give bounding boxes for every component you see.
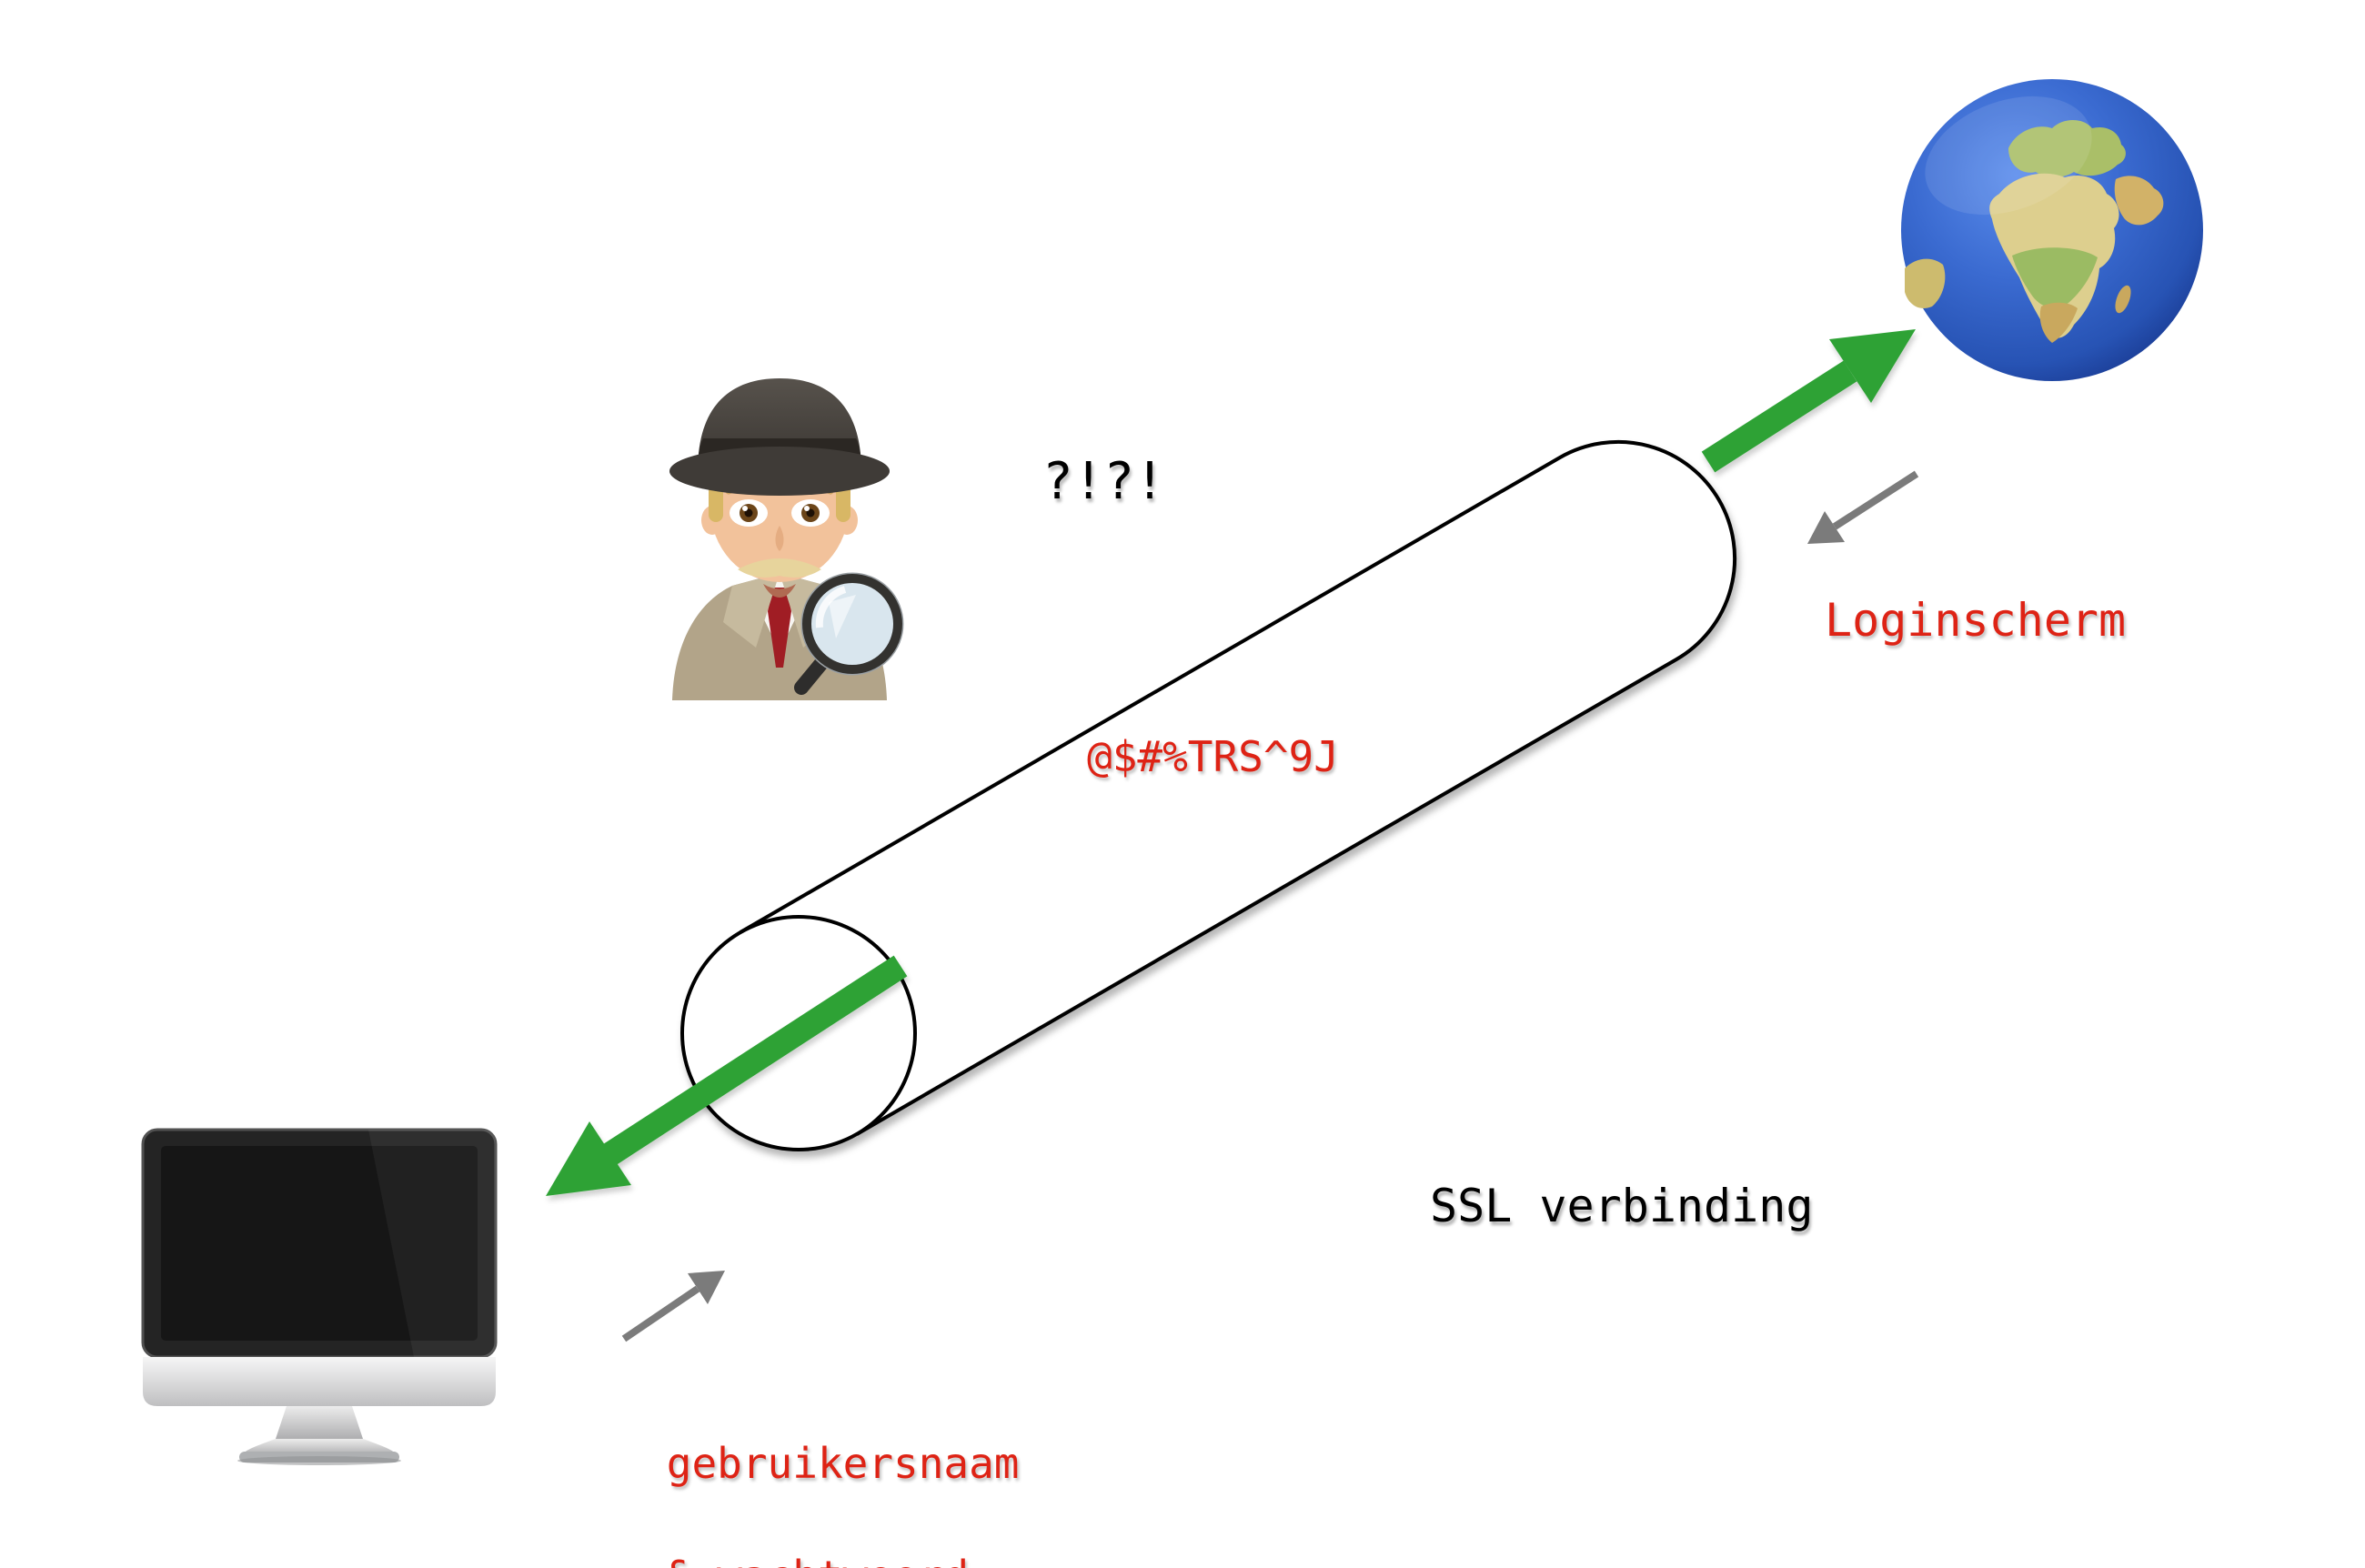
tunnel-body bbox=[739, 439, 1737, 1136]
detective-mustache bbox=[738, 558, 821, 578]
globe-europe bbox=[2008, 120, 2126, 177]
credentials-label: gebruikersnaam & wachtwoord bbox=[566, 1379, 1020, 1568]
gray-arrow-login-screen bbox=[1807, 470, 1919, 544]
monitor-chin bbox=[143, 1357, 496, 1406]
confusion-label: ?!?! bbox=[1042, 452, 1165, 511]
ssl-tunnel bbox=[680, 439, 1737, 1151]
detective-tie bbox=[768, 588, 791, 668]
magnifying-glass-icon bbox=[800, 572, 904, 676]
monitor-foot bbox=[243, 1439, 396, 1455]
gray-arrow-credentials bbox=[621, 1271, 725, 1342]
monitor-neck bbox=[276, 1406, 363, 1439]
encrypted-data-label: @$#%TRS^9J bbox=[1087, 732, 1339, 781]
login-screen-label: Loginscherm bbox=[1825, 594, 2127, 647]
globe-europe-africa-emoji bbox=[1901, 79, 2203, 381]
credentials-line2: & wachtwoord bbox=[667, 1552, 969, 1568]
detective-emoji bbox=[669, 378, 904, 700]
green-arrow-to-server bbox=[1701, 329, 1916, 473]
desktop-computer-emoji bbox=[141, 1128, 498, 1465]
detective-hat-brim bbox=[669, 447, 890, 496]
ssl-connection-label: SSL verbinding bbox=[1430, 1180, 1814, 1232]
globe-south-america bbox=[1905, 258, 1946, 309]
monitor-screen bbox=[161, 1146, 478, 1341]
green-arrow-to-client bbox=[546, 955, 908, 1196]
globe-middle-east bbox=[2114, 176, 2164, 226]
credentials-line1: gebruikersnaam bbox=[666, 1439, 1020, 1489]
